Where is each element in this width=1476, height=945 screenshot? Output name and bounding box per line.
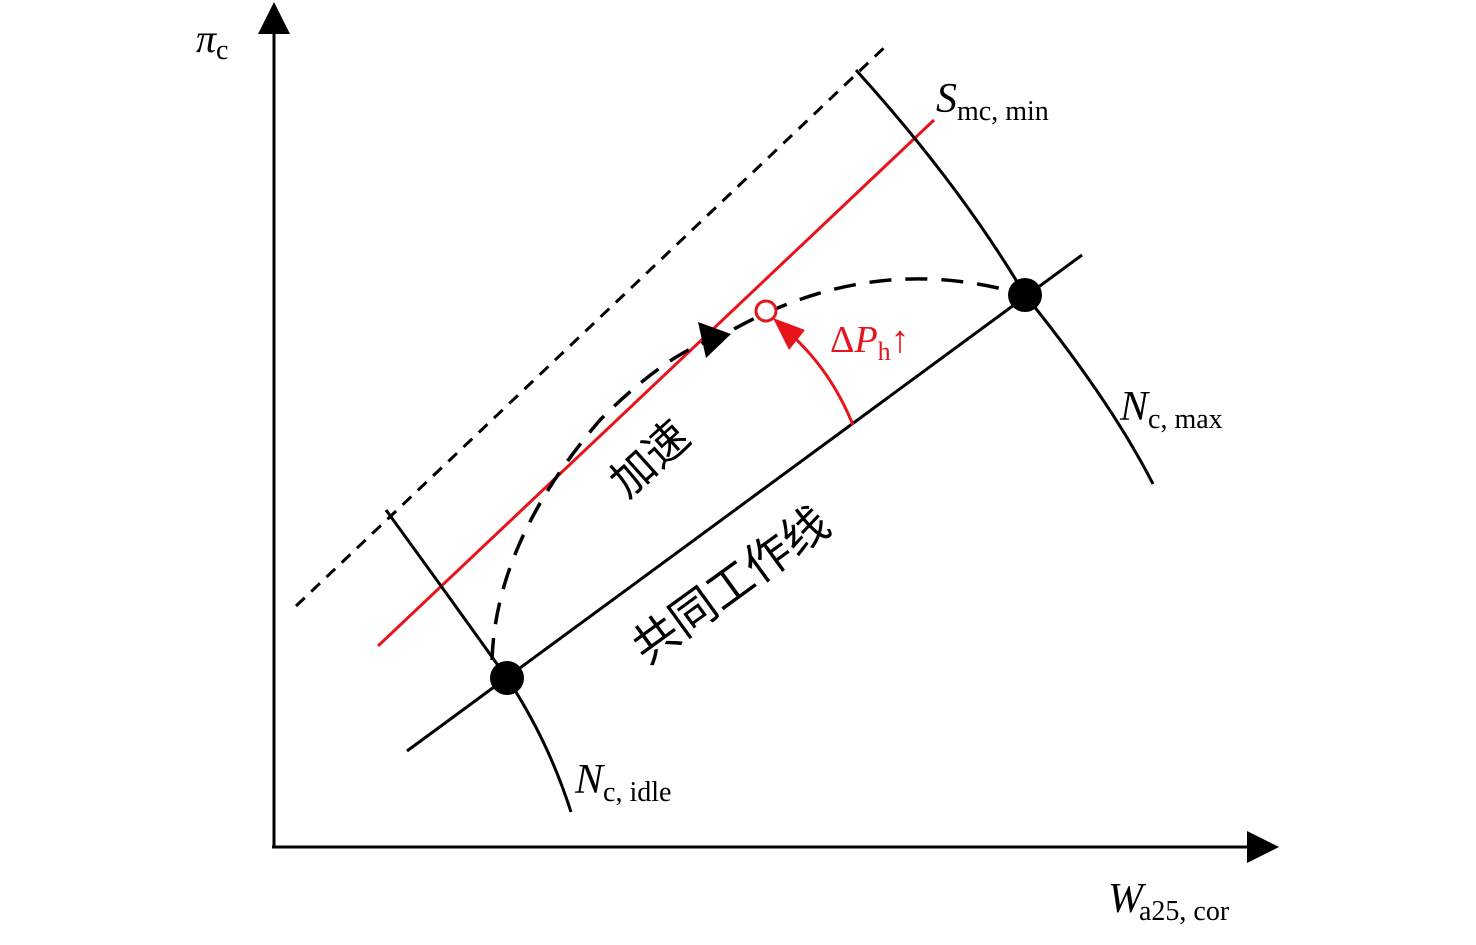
idle-speed-label: Nc, idle (574, 757, 671, 808)
idle-speed-line (384, 509, 573, 813)
y-axis-arrowhead (258, 2, 290, 34)
working-line-label: 共同工作线 (622, 496, 840, 675)
shifted-operating-point (754, 299, 778, 323)
x-axis-arrowhead (1247, 831, 1279, 863)
acceleration-label: 加速 (601, 411, 701, 508)
y-axis-label: πc (196, 16, 228, 66)
acceleration-arrowhead (698, 322, 731, 358)
max-speed-line (854, 68, 1155, 485)
x-axis-label: Wa25, cor (1108, 876, 1230, 927)
delta-arrowhead (773, 318, 805, 350)
acceleration-path (490, 277, 1026, 661)
surge-margin-line (376, 118, 936, 648)
max-point (1008, 278, 1042, 312)
surge-margin-label: Smc, min (936, 76, 1049, 127)
delta-ph-label: ΔPh↑ (830, 319, 910, 366)
surge-line (294, 42, 890, 608)
idle-point (490, 661, 524, 695)
max-speed-label: Nc, max (1119, 384, 1223, 435)
